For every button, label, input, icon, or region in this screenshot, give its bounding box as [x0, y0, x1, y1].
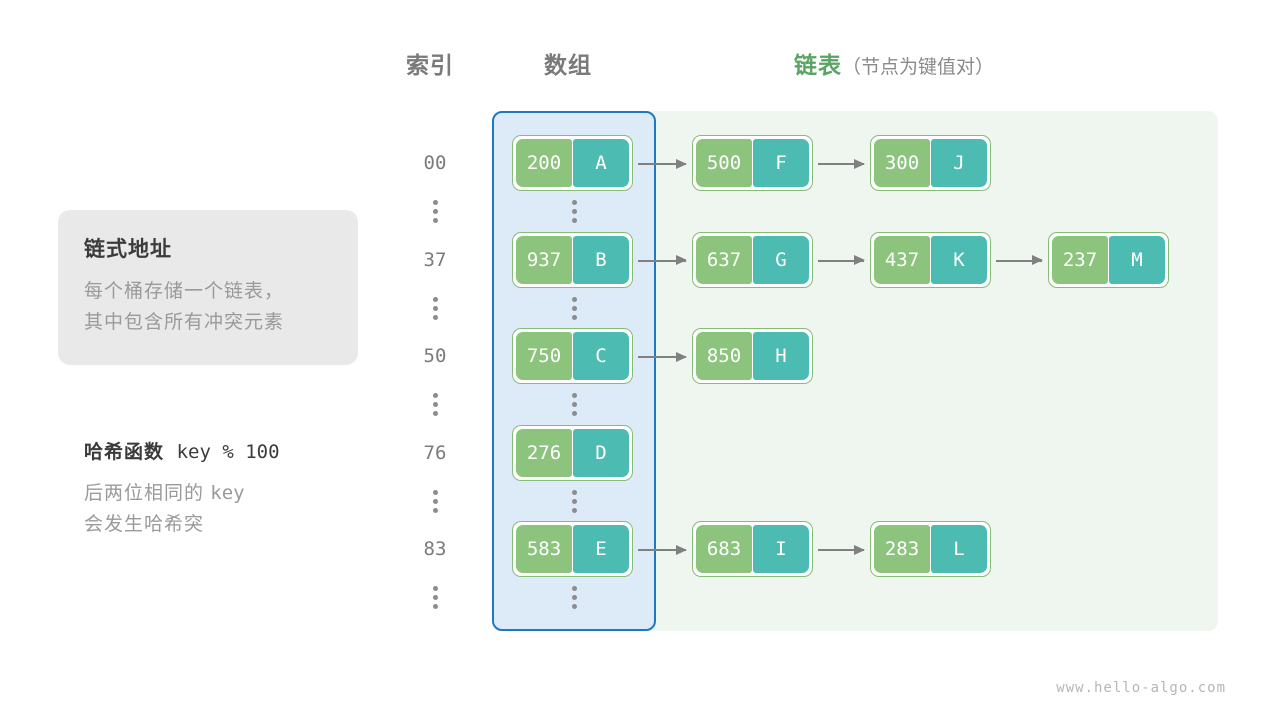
hash-function-keyword: key — [210, 482, 245, 504]
next-pointer-arrow — [818, 544, 865, 555]
array-ellipsis — [564, 393, 584, 416]
hash-function-label: 哈希函数 — [84, 442, 165, 463]
index-ellipsis — [425, 586, 445, 609]
bucket-index-label: 83 — [423, 538, 447, 560]
node-key: 937 — [516, 235, 572, 284]
node-value: M — [1109, 235, 1165, 284]
node-key: 850 — [696, 332, 752, 380]
node-value: C — [573, 332, 629, 380]
header-array: 数组 — [544, 52, 592, 78]
hash-function-line-2: 会发生哈希突 — [84, 514, 205, 535]
index-ellipsis — [425, 296, 445, 320]
node-value: F — [753, 139, 809, 187]
node-value: H — [753, 332, 809, 380]
index-ellipsis — [425, 200, 445, 223]
bucket-index-label: 50 — [423, 345, 447, 367]
next-pointer-arrow — [638, 351, 687, 362]
info-card-body: 每个桶存储一个链表， 其中包含所有冲突元素 — [84, 276, 284, 338]
next-pointer-arrow — [818, 255, 865, 265]
node-value: D — [573, 428, 629, 477]
node-key: 437 — [874, 235, 930, 284]
info-card — [58, 210, 358, 365]
index-ellipsis — [425, 489, 445, 513]
watermark: www.hello-algo.com — [1056, 680, 1226, 696]
hash-function-body: 后两位相同的 key 会发生哈希突 — [84, 478, 245, 540]
bucket-index-label: 76 — [423, 441, 447, 464]
node-key: 637 — [696, 235, 752, 284]
column-headers: 索引 数组 链表（节点为键值对） — [0, 46, 1280, 86]
index-ellipsis — [425, 393, 445, 416]
node-key: 276 — [516, 428, 572, 477]
node-key: 237 — [1052, 235, 1108, 284]
bucket-index-label: 37 — [423, 248, 447, 271]
node-value: I — [753, 525, 809, 573]
array-ellipsis — [564, 296, 584, 320]
hash-function-line-1-text: 后两位相同的 — [84, 483, 211, 504]
node-value: L — [931, 525, 987, 573]
next-pointer-arrow — [996, 255, 1043, 265]
node-value: G — [753, 235, 809, 284]
node-value: E — [573, 525, 629, 573]
node-key: 683 — [696, 525, 752, 573]
header-linked-list-sub: （节点为键值对） — [842, 57, 995, 78]
array-ellipsis — [564, 200, 584, 223]
hash-function-title: 哈希函数 key % 100 — [84, 437, 280, 464]
header-linked-list-main: 链表 — [794, 52, 842, 78]
info-card-title: 链式地址 — [84, 238, 172, 261]
node-key: 283 — [874, 525, 930, 573]
next-pointer-arrow — [638, 255, 687, 265]
node-value: J — [931, 139, 987, 187]
node-value: A — [573, 139, 629, 187]
node-key: 583 — [516, 525, 572, 573]
node-key: 200 — [516, 139, 572, 187]
hash-function-line-1: 后两位相同的 key — [84, 478, 245, 509]
node-key: 750 — [516, 332, 572, 380]
header-linked-list: 链表（节点为键值对） — [794, 46, 994, 80]
next-pointer-arrow — [818, 158, 865, 169]
info-card-line-2: 其中包含所有冲突元素 — [84, 312, 285, 333]
hash-function-expression: key % 100 — [176, 441, 280, 463]
header-index: 索引 — [406, 52, 454, 78]
node-value: K — [931, 235, 987, 284]
bucket-index-label: 00 — [423, 152, 447, 174]
array-ellipsis — [564, 586, 584, 609]
node-key: 300 — [874, 139, 930, 187]
node-value: B — [573, 235, 629, 284]
info-card-line-1: 每个桶存储一个链表， — [84, 281, 285, 302]
next-pointer-arrow — [638, 544, 687, 555]
next-pointer-arrow — [638, 158, 687, 169]
array-ellipsis — [564, 489, 584, 513]
node-key: 500 — [696, 139, 752, 187]
